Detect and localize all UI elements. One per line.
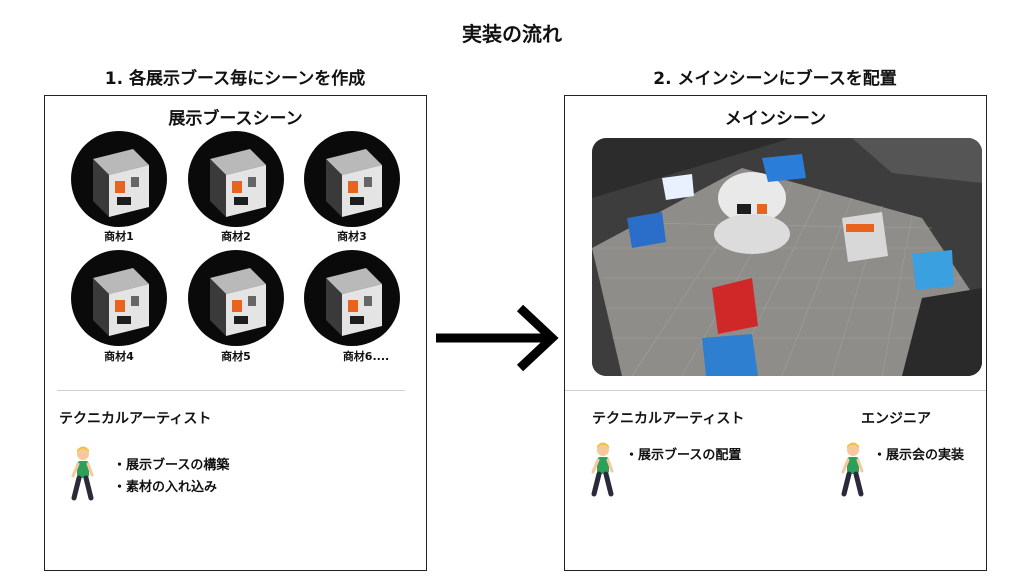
walking-person-icon [837,442,867,506]
booth-thumbnail-icon [71,131,167,227]
role-engineer: エンジニア [861,411,931,427]
booth-scene-title: 展示ブースシーン [168,109,303,129]
booth-thumbnail-icon [304,131,400,227]
task-item: ・素材の入れ込み [113,480,218,495]
main-scene-panel: メインシーン [564,95,987,571]
role-technical-artist: テクニカルアーティスト [59,411,212,427]
walking-person-icon [67,446,97,510]
booth-label: 商材2 [221,230,251,243]
divider [565,390,986,391]
step2-heading: 2. メインシーンにブースを配置 [653,69,897,89]
task-item: ・展示ブースの配置 [625,448,742,463]
booth-scene-panel: 展示ブースシーン 商材1 商材2 [44,95,427,571]
task-item: ・展示ブースの構築 [113,458,230,473]
step1-heading: 1. 各展示ブース毎にシーンを作成 [104,69,366,89]
main-scene-image [592,138,982,376]
booth-label: 商材1 [104,230,134,243]
booth-label: 商材3 [337,230,367,243]
booth-thumbnail-icon [188,131,284,227]
task-item: ・展示会の実装 [873,448,965,463]
booth-thumbnail-icon [71,250,167,346]
booth-label: 商材6.... [342,350,390,363]
booth-thumbnail-icon [304,250,400,346]
arrow-right-icon [434,302,560,374]
walking-person-icon [587,442,617,506]
booth-thumbnail-icon [188,250,284,346]
main-scene-title: メインシーン [724,109,827,129]
page-title: 実装の流れ [462,22,562,46]
booth-label: 商材5 [221,350,251,363]
role-technical-artist: テクニカルアーティスト [592,411,745,427]
booth-label: 商材4 [104,350,134,363]
divider [57,390,405,391]
